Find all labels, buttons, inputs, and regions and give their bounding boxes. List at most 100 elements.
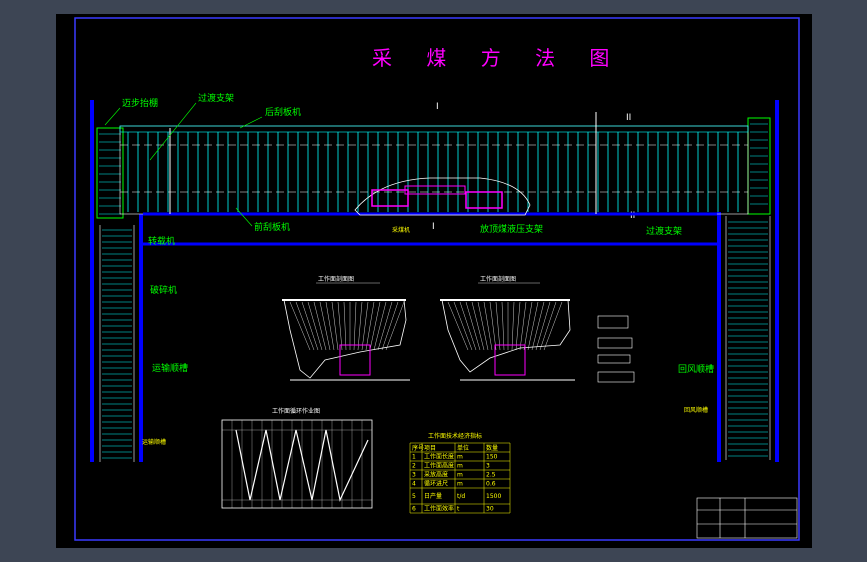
table-cell: 2 (412, 463, 416, 470)
hatch-line (511, 301, 515, 351)
drawing-sheet (56, 14, 812, 548)
table-cell: 3 (412, 472, 416, 479)
hatch-line (523, 301, 533, 351)
drawing-title: 采 煤 方 法 图 (372, 46, 623, 70)
hatch-line (477, 301, 489, 351)
hatch-line (385, 301, 405, 351)
table-cell: 30 (486, 506, 494, 513)
table-cell: 工作面效率 (424, 505, 454, 513)
hatch-line (543, 301, 563, 351)
cycle-chart: 工作面循环作业图 (221, 407, 373, 509)
label-transition-support-left: 过渡支架 (198, 92, 234, 104)
label-gateway-bottom-right: 回风顺槽 (684, 406, 708, 414)
hatch-line (489, 301, 497, 351)
hatch-line (381, 301, 399, 351)
table-cell: m (457, 472, 463, 479)
table-cell: m (457, 454, 463, 461)
title-block (696, 497, 798, 539)
table-cell: 工作面高度 (424, 462, 454, 470)
hatch-line (377, 301, 393, 351)
table-cell: 循环进尺 (424, 480, 448, 488)
section-marker-1-bottom: I (432, 222, 435, 232)
table-title: 工作面技术经济指标 (428, 432, 482, 440)
right-gateway (717, 100, 779, 462)
label-top-coal-support: 放顶煤液压支架 (480, 223, 543, 235)
hatch-line (531, 301, 545, 351)
hatch-line (313, 301, 327, 351)
table-cell: m (457, 481, 463, 488)
table-header-cell: 序号 (412, 444, 424, 452)
working-face (119, 112, 749, 246)
table-cell: 1 (412, 454, 416, 461)
cross-section-1: 工作面剖面图 (282, 275, 410, 381)
section-marker-2-top: II (626, 113, 631, 123)
cycle-chart-title: 工作面循环作业图 (272, 407, 320, 415)
hatch-line (515, 301, 521, 351)
hatch-line (519, 301, 527, 351)
hatch-line (535, 301, 551, 351)
hatch-line (319, 301, 331, 351)
hatch-line (325, 301, 335, 351)
table-cell: 日产量 (424, 492, 442, 500)
hatch-line (369, 301, 381, 351)
table-header-cell: 数量 (486, 444, 498, 452)
table-cell: 6 (412, 506, 416, 513)
label-crusher: 破碎机 (150, 284, 177, 296)
hatch-line (365, 301, 375, 351)
hatch-line (337, 301, 343, 351)
inner-border (74, 17, 800, 541)
hatch-line (501, 301, 505, 351)
hatch-line (289, 301, 311, 351)
left-gateway (90, 100, 143, 462)
table-cell: m (457, 463, 463, 470)
hatch-line (343, 301, 347, 351)
hatch-line (453, 301, 473, 351)
hatch-line (527, 301, 539, 351)
table-cell: 150 (486, 454, 498, 461)
table-cell: t/d (457, 493, 465, 500)
hatch-line (331, 301, 339, 351)
cross-section-2-title: 工作面剖面图 (480, 275, 516, 283)
hatch-line (357, 301, 363, 351)
table-cell: 3 (486, 463, 490, 470)
hatch-line (447, 301, 469, 351)
table-cell: 1500 (486, 493, 501, 500)
hatch-line (307, 301, 323, 351)
hatch-line (459, 301, 477, 351)
table-header-cell: 项目 (424, 445, 436, 452)
table-cell: 工作面长度 (424, 453, 454, 461)
label-shearer: 采煤机 (392, 226, 410, 234)
label-gateway-bottom-left: 运输顺槽 (142, 438, 166, 446)
cross-section-2: 工作面剖面图 (440, 275, 575, 381)
label-return-gateway: 回风顺槽 (678, 363, 714, 375)
cross-section-1-title: 工作面剖面图 (318, 275, 354, 283)
hatch-line (471, 301, 485, 351)
label-mining-beam: 迈步抬棚 (122, 97, 158, 109)
hatch-line (361, 301, 369, 351)
hatch-line (539, 301, 557, 351)
hatch-line (373, 301, 387, 351)
table-cell: 2.5 (486, 472, 496, 479)
hatch-line (465, 301, 481, 351)
label-transport-gateway: 运输顺槽 (152, 362, 188, 374)
label-front-conveyor: 前刮板机 (254, 221, 290, 233)
table-header-cell: 单位 (457, 444, 469, 452)
section-marker-2-bottom: II (630, 211, 635, 221)
hatch-line (353, 301, 357, 351)
label-rear-conveyor: 后刮板机 (265, 106, 301, 118)
label-transition-support-right: 过渡支架 (646, 225, 682, 237)
support-detail-sketches (597, 315, 635, 383)
hatch-line (295, 301, 315, 351)
hatch-line (495, 301, 501, 351)
hatch-line (301, 301, 319, 351)
label-transfer-loader: 转载机 (148, 235, 175, 247)
hatch-line (483, 301, 493, 351)
section-marker-1-top: I (436, 102, 439, 112)
table-cell: 采放高度 (424, 471, 448, 479)
table-cell: 0.6 (486, 481, 496, 488)
table-cell: 5 (412, 493, 416, 500)
table-cell: 4 (412, 481, 416, 488)
